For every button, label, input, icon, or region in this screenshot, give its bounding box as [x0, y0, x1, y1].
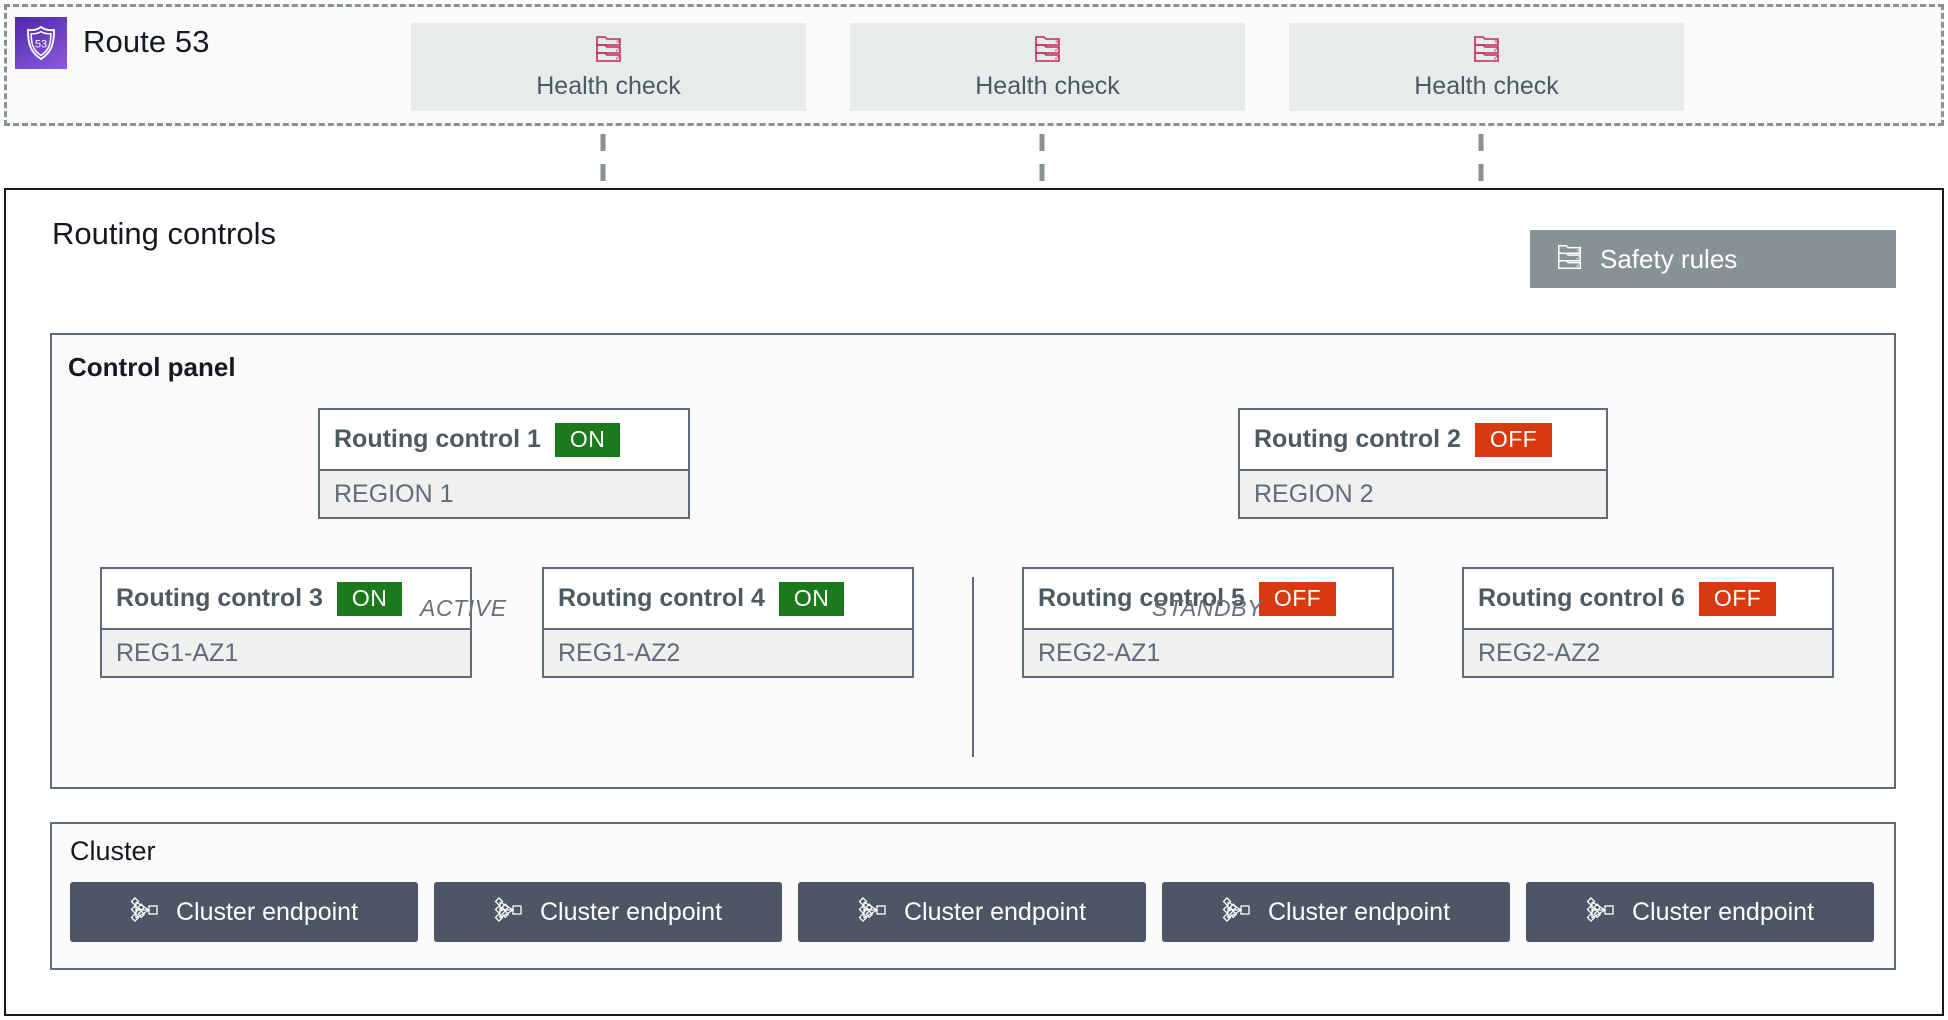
- active-environment-label: ACTIVE: [420, 595, 507, 621]
- region-label: REG1-AZ2: [558, 638, 681, 667]
- health-check-list-icon: × ✓ ✓: [1033, 33, 1063, 70]
- routing-control-region: REGION 1: [320, 469, 688, 517]
- health-check-label: Health check: [1414, 72, 1559, 100]
- cluster-endpoint-network-icon: [130, 895, 160, 930]
- cluster-endpoint-label: Cluster endpoint: [1631, 897, 1815, 926]
- cluster-endpoint-5[interactable]: Cluster endpoint: [1526, 882, 1874, 942]
- health-check-list-icon: × ✓ ✓: [594, 33, 624, 70]
- routing-control-name: Routing control 6: [1478, 584, 1685, 612]
- region-label: REG1-AZ1: [116, 638, 239, 667]
- status-badge[interactable]: ON: [778, 581, 845, 616]
- cluster-endpoint-network-icon: [1586, 895, 1616, 930]
- health-check-1[interactable]: × ✓ ✓ Health check: [411, 23, 806, 111]
- svg-text:✓: ✓: [1576, 254, 1581, 261]
- status-badge[interactable]: OFF: [1698, 581, 1777, 616]
- svg-text:✓: ✓: [1576, 262, 1581, 269]
- routing-control-name: Routing control 5: [1038, 584, 1245, 612]
- status-badge[interactable]: ON: [336, 581, 403, 616]
- route53-title: Route 53: [83, 24, 210, 59]
- health-check-2[interactable]: × ✓ ✓ Health check: [850, 23, 1245, 111]
- svg-text:✓: ✓: [615, 47, 621, 54]
- svg-text:×: ×: [1494, 39, 1498, 46]
- region-label: REG2-AZ1: [1038, 638, 1161, 667]
- cluster-title: Cluster: [70, 836, 156, 866]
- cluster-endpoint-4[interactable]: Cluster endpoint: [1162, 882, 1510, 942]
- cluster-endpoint-network-icon: [858, 895, 888, 930]
- svg-text:✓: ✓: [1493, 47, 1499, 54]
- routing-control-header: Routing control 4 ON: [544, 569, 912, 628]
- region-label: REGION 1: [334, 479, 454, 508]
- control-panel-title: Control panel: [68, 352, 236, 382]
- routing-control-header: Routing control 3 ON: [102, 569, 470, 628]
- routing-control-header: Routing control 5 OFF: [1024, 569, 1392, 628]
- routing-control-name: Routing control 1: [334, 425, 541, 453]
- safety-rules-label: Safety rules: [1600, 243, 1738, 274]
- cluster-endpoint-label: Cluster endpoint: [539, 897, 723, 926]
- svg-text:✓: ✓: [1054, 47, 1060, 54]
- routing-control-header: Routing control 2 OFF: [1240, 410, 1606, 469]
- route53-container: 53 Route 53 × ✓ ✓ Health check: [4, 4, 1944, 126]
- routing-control-header: Routing control 1 ON: [320, 410, 688, 469]
- cluster-endpoint-1[interactable]: Cluster endpoint: [70, 882, 418, 942]
- health-check-label: Health check: [536, 72, 681, 100]
- svg-text:×: ×: [616, 39, 620, 46]
- safety-rules-list-icon: × ✓ ✓: [1556, 242, 1584, 277]
- svg-text:✓: ✓: [615, 55, 621, 62]
- routing-control-region: REG2-AZ1: [1024, 628, 1392, 676]
- routing-control-card-1[interactable]: Routing control 1 ON REGION 1: [318, 408, 690, 519]
- routing-control-card-4[interactable]: Routing control 4 ON REG1-AZ2: [542, 567, 914, 678]
- cluster-endpoint-label: Cluster endpoint: [175, 897, 359, 926]
- health-check-3[interactable]: × ✓ ✓ Health check: [1289, 23, 1684, 111]
- svg-text:✓: ✓: [1493, 55, 1499, 62]
- cluster-endpoint-2[interactable]: Cluster endpoint: [434, 882, 782, 942]
- routing-control-region: REG1-AZ1: [102, 628, 470, 676]
- routing-control-name: Routing control 3: [116, 584, 323, 612]
- health-check-label: Health check: [975, 72, 1120, 100]
- cluster-endpoint-list: Cluster endpoint: [70, 882, 1874, 942]
- cluster-endpoint-label: Cluster endpoint: [1267, 897, 1451, 926]
- routing-control-region: REG2-AZ2: [1464, 628, 1832, 676]
- routing-control-card-3[interactable]: Routing control 3 ON REG1-AZ1: [100, 567, 472, 678]
- region-label: REGION 2: [1254, 479, 1374, 508]
- routing-control-region: REGION 2: [1240, 469, 1606, 517]
- health-check-list-icon: × ✓ ✓: [1472, 33, 1502, 70]
- cluster-endpoint-network-icon: [494, 895, 524, 930]
- cluster-endpoint-network-icon: [1222, 895, 1252, 930]
- control-panel-container: Control panel: [50, 333, 1896, 789]
- routing-control-card-5[interactable]: Routing control 5 OFF REG2-AZ1: [1022, 567, 1394, 678]
- active-standby-divider: [972, 577, 974, 757]
- routing-control-name: Routing control 2: [1254, 425, 1461, 453]
- region-label: REG2-AZ2: [1478, 638, 1601, 667]
- status-badge[interactable]: OFF: [1258, 581, 1337, 616]
- status-badge[interactable]: OFF: [1474, 422, 1553, 457]
- routing-control-card-6[interactable]: Routing control 6 OFF REG2-AZ2: [1462, 567, 1834, 678]
- safety-rules-chip[interactable]: × ✓ ✓ Safety rules: [1530, 230, 1896, 288]
- routing-control-header: Routing control 6 OFF: [1464, 569, 1832, 628]
- routing-control-region: REG1-AZ2: [544, 628, 912, 676]
- svg-text:×: ×: [1577, 247, 1581, 254]
- routing-controls-container: Routing controls × ✓ ✓ Safety rules Cont…: [4, 188, 1944, 1016]
- routing-control-name: Routing control 4: [558, 584, 765, 612]
- svg-text:×: ×: [1055, 39, 1059, 46]
- svg-text:✓: ✓: [1054, 55, 1060, 62]
- route53-shield-icon: 53: [15, 17, 67, 69]
- cluster-container: Cluster: [50, 822, 1896, 970]
- routing-control-card-2[interactable]: Routing control 2 OFF REGION 2: [1238, 408, 1608, 519]
- svg-text:53: 53: [35, 39, 47, 51]
- cluster-endpoint-label: Cluster endpoint: [903, 897, 1087, 926]
- cluster-endpoint-3[interactable]: Cluster endpoint: [798, 882, 1146, 942]
- standby-environment-label: STANDBY: [1152, 595, 1264, 621]
- routing-controls-title: Routing controls: [52, 216, 277, 251]
- status-badge[interactable]: ON: [554, 422, 621, 457]
